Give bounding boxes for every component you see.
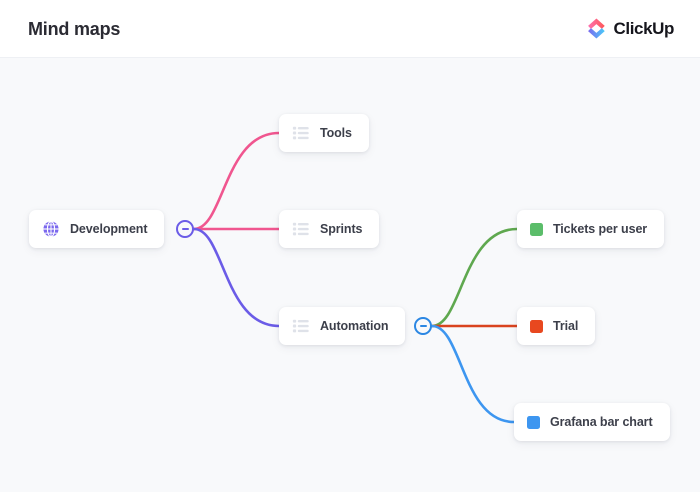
collapse-handle-automation[interactable] [414, 317, 432, 335]
node-label: Automation [320, 319, 389, 333]
list-icon [292, 319, 309, 333]
mindmap-node-development[interactable]: Development [29, 210, 165, 248]
mindmap-node-sprints[interactable]: Sprints [279, 210, 380, 248]
clickup-logo-icon [587, 18, 605, 39]
node-label: Development [70, 222, 148, 236]
node-label: Tickets per user [553, 222, 648, 236]
edge-automation-tickets [430, 227, 519, 328]
mindmap-node-tools[interactable]: Tools [279, 114, 369, 152]
color-chip-icon [530, 222, 543, 236]
page-title: Mind maps [28, 19, 121, 39]
mindmap-node-tickets-per-user[interactable]: Tickets per user [517, 210, 665, 248]
collapse-handle-development[interactable] [176, 220, 194, 238]
mindmap-node-grafana-bar-chart[interactable]: Grafana bar chart [514, 403, 670, 441]
node-label: Trial [553, 319, 579, 333]
mindmap-node-trial[interactable]: Trial [517, 307, 596, 345]
edge-development-tools [192, 131, 281, 231]
globe-icon [43, 220, 59, 238]
mindmap-node-automation[interactable]: Automation [279, 307, 406, 345]
node-label: Sprints [320, 222, 363, 236]
color-chip-icon [530, 319, 543, 333]
minus-icon [419, 325, 427, 327]
edge-development-automation [192, 227, 281, 328]
color-chip-icon [527, 415, 540, 429]
mindmap-canvas[interactable]: Development Tools Sprints [0, 58, 700, 492]
list-icon [292, 222, 309, 236]
clickup-brand: ClickUp [585, 17, 675, 40]
node-label: Tools [320, 126, 352, 140]
node-label: Grafana bar chart [550, 415, 653, 429]
edge-automation-grafana [430, 324, 516, 424]
page-header: Mind maps ClickUp [0, 0, 700, 58]
clickup-brand-name: ClickUp [613, 18, 675, 38]
minus-icon [181, 228, 189, 230]
list-icon [292, 126, 309, 140]
